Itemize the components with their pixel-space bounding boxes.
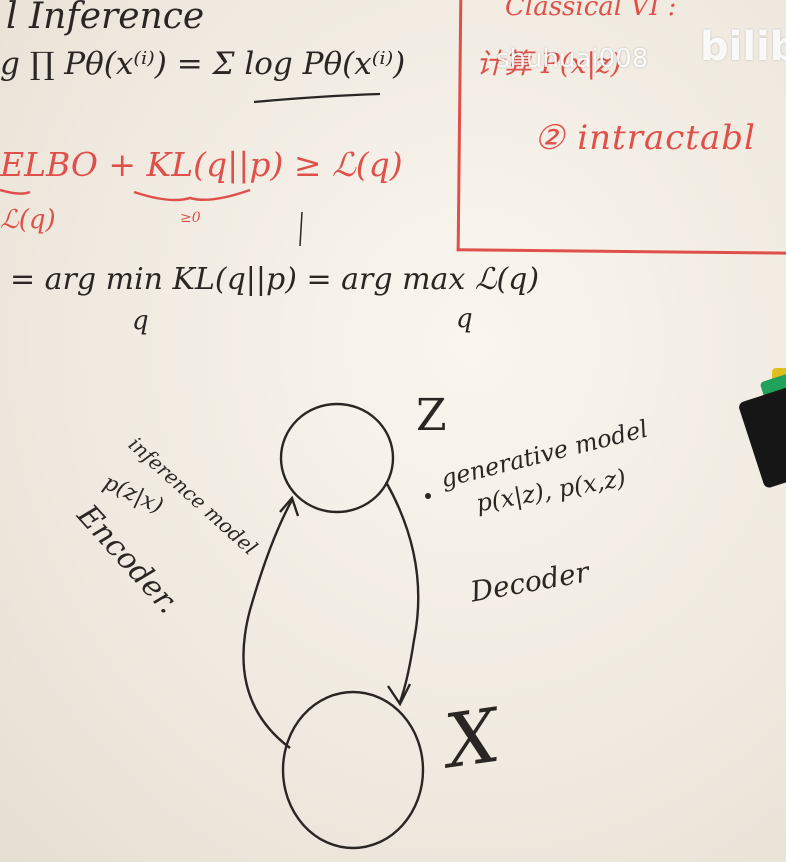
z-node-label: Z	[416, 390, 447, 441]
generative-arrowhead	[387, 683, 412, 707]
argmin-equation: = arg min KL(q||p) = arg max ℒ(q)	[10, 262, 540, 297]
x-node	[281, 690, 425, 850]
argmax-subscript: q	[456, 304, 473, 334]
intractable-note: ② intractabl	[534, 118, 756, 158]
generative-arrow	[384, 481, 420, 703]
watermark-logo: bilib	[700, 24, 786, 70]
sum-underline	[253, 92, 381, 104]
elbo-equation: ELBO + KL(q||p) ≥ ℒ(q)	[0, 145, 403, 184]
kl-nonnegative-label: ≥0	[180, 210, 201, 226]
tick-mark	[299, 211, 303, 247]
inference-arrowhead	[279, 495, 300, 517]
classical-vi-line: 计算 P(x|z)	[476, 47, 622, 80]
z-node	[279, 402, 395, 514]
inference-arrow	[242, 499, 294, 749]
x-node-label: X	[440, 692, 505, 786]
watermark-username: shuhuai008	[496, 44, 649, 74]
likelihood-equation: g ∏ Pθ(x⁽ⁱ⁾) = Σ log Pθ(x⁽ⁱ⁾)	[0, 46, 406, 82]
argmin-subscript: q	[132, 306, 149, 336]
annotation-dot	[425, 493, 431, 499]
kl-brace	[133, 188, 251, 202]
board-title-fragment: l Inference	[6, 0, 205, 37]
elbo-lq-label: ℒ(q)	[0, 205, 56, 235]
classical-vi-heading: Classical VI :	[505, 0, 677, 22]
elbo-brace	[0, 188, 31, 195]
